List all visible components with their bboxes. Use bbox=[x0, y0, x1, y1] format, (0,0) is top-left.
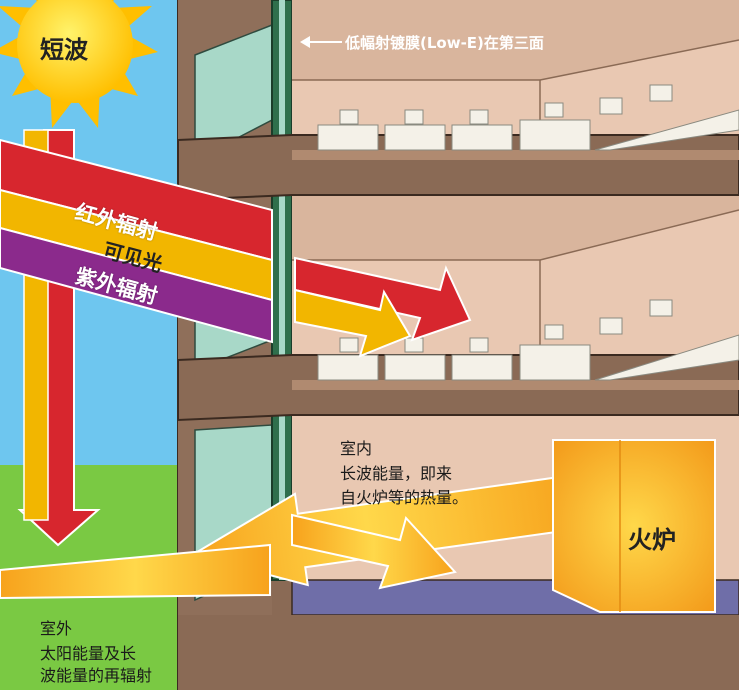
outdoor-line-2: 波能量的再辐射 bbox=[40, 666, 153, 685]
lowe-glass-gap bbox=[279, 0, 285, 580]
outdoor-line-1: 太阳能量及长 bbox=[40, 644, 137, 663]
lowe-note: 低幅射镀膜(Low-E)在第三面 bbox=[345, 34, 544, 52]
office-desks-middle bbox=[317, 299, 739, 381]
ground-slab bbox=[178, 615, 739, 690]
furnace-label: 火炉 bbox=[628, 526, 676, 554]
sun-label: 短波 bbox=[40, 36, 88, 64]
room-top-ceiling bbox=[292, 0, 739, 80]
indoor-line-1: 长波能量，即来 bbox=[340, 464, 453, 483]
room-middle-edge-2 bbox=[539, 209, 739, 261]
floor-slab-1-top bbox=[292, 150, 739, 160]
room-top-edge-2 bbox=[539, 39, 739, 81]
room-middle-ceiling bbox=[292, 195, 739, 260]
outdoor-title: 室外 bbox=[40, 619, 73, 638]
indoor-line-2: 自火炉等的热量。 bbox=[340, 488, 469, 507]
visible-transmitted-arrow bbox=[294, 288, 412, 358]
indoor-title: 室内 bbox=[340, 439, 373, 458]
floor-slab-2-top bbox=[292, 380, 739, 390]
ultraviolet-band bbox=[0, 226, 273, 344]
sun-icon bbox=[0, 0, 158, 128]
lowe-pointer-arrow bbox=[300, 36, 342, 48]
heat-arrow-indoor bbox=[291, 513, 457, 590]
heat-arrow-reradiation bbox=[0, 543, 271, 600]
furnace bbox=[552, 439, 716, 613]
office-desks-top bbox=[317, 84, 739, 151]
